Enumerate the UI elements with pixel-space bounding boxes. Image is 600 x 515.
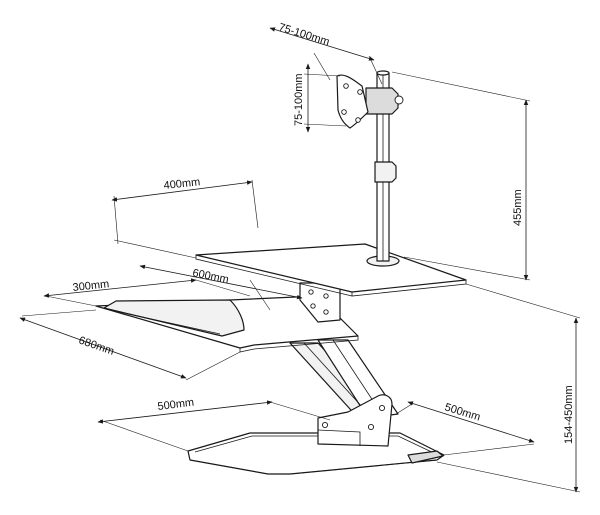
monitor-pole	[365, 70, 404, 267]
dim-vesa-horizontal: 75-100mm	[269, 21, 383, 85]
base-bracket	[317, 394, 393, 447]
dim-height-range: 154-450mm	[436, 283, 581, 493]
bracket-bolt	[308, 289, 314, 295]
pivot-bolt	[321, 421, 329, 429]
vesa-hole	[357, 89, 363, 95]
cable-clip	[374, 161, 397, 183]
dim-keyboard-tray-depth: 300mm	[43, 278, 251, 307]
dim-pole-height: 455mm	[391, 71, 531, 281]
top-tray-width-label: 600mm	[191, 267, 229, 286]
vesa-plate	[336, 74, 369, 129]
height-range-label: 154-450mm	[563, 385, 575, 444]
keyboard-tray-width-label: 680mm	[77, 334, 116, 357]
vesa-hole	[343, 83, 349, 89]
pivot-bolt	[367, 423, 375, 431]
bracket-bolt	[323, 309, 329, 315]
vesa-hole	[355, 117, 361, 123]
adjust-knob	[394, 95, 404, 105]
dim-top-tray-depth: 400mm	[111, 176, 259, 245]
bracket-bolt	[310, 303, 316, 309]
base-plate	[187, 432, 445, 475]
keyboard-tray-depth-label: 300mm	[72, 278, 110, 294]
pole-height-label: 455mm	[512, 189, 524, 226]
vesa-vertical-label: 75-100mm	[293, 73, 305, 126]
vesa-horizontal-label: 75-100mm	[277, 21, 331, 48]
base-right-label: 500mm	[443, 401, 482, 423]
bracket-bolt	[323, 293, 329, 299]
vesa-hole	[341, 109, 347, 115]
pivot-bolt	[378, 404, 386, 412]
dim-vesa-vertical: 75-100mm	[293, 63, 347, 133]
top-tray-depth-label: 400mm	[163, 176, 201, 192]
arm-clamp	[365, 87, 399, 115]
wrist-rest	[103, 299, 245, 337]
dim-base-left: 500mm	[97, 397, 331, 452]
base-left-label: 500mm	[157, 397, 195, 413]
